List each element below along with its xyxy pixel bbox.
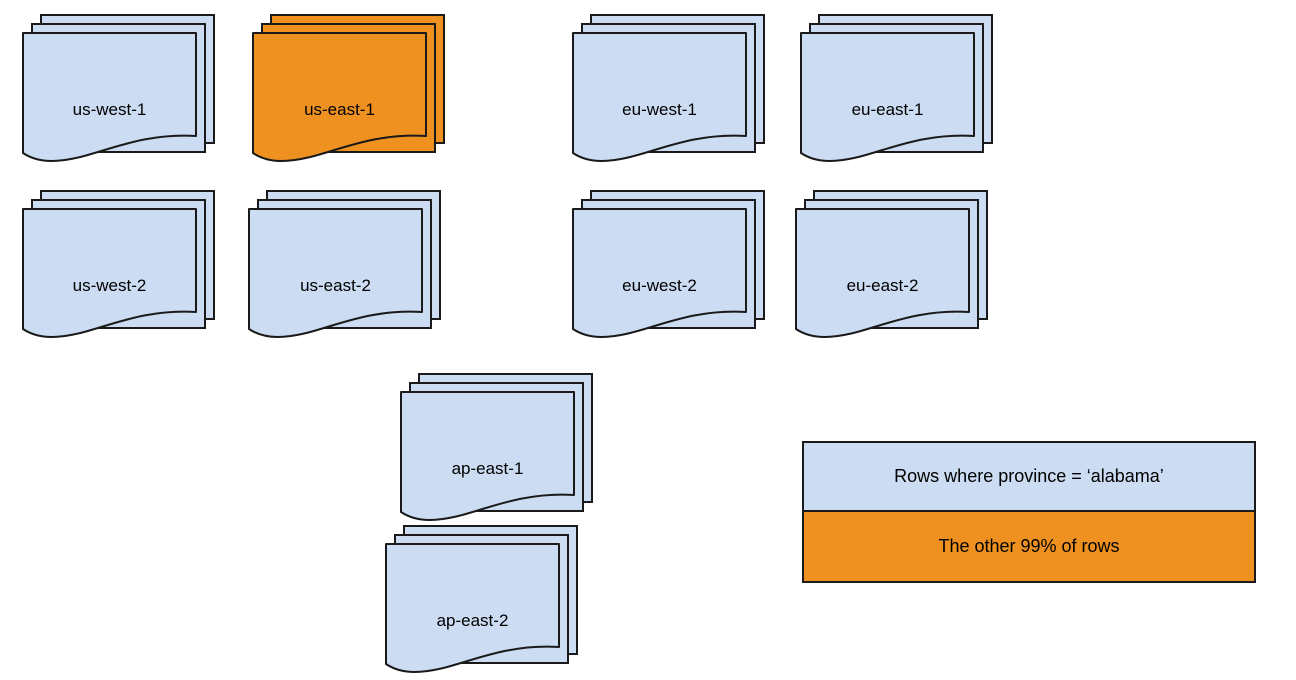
document-stack-us-west-2[interactable]: us-west-2 <box>22 190 215 338</box>
document-sheet-front <box>22 32 197 162</box>
document-stack-shape <box>22 190 215 338</box>
document-stack-eu-west-1[interactable]: eu-west-1 <box>572 14 765 162</box>
document-stack-shape <box>385 525 578 673</box>
document-stack-ap-east-2[interactable]: ap-east-2 <box>385 525 578 673</box>
document-sheet-front <box>400 391 575 521</box>
document-stack-shape <box>248 190 441 338</box>
document-sheet-front <box>572 32 747 162</box>
document-sheet-front <box>572 208 747 338</box>
document-stack-eu-west-2[interactable]: eu-west-2 <box>572 190 765 338</box>
document-stack-shape <box>572 190 765 338</box>
document-stack-eu-east-2[interactable]: eu-east-2 <box>795 190 988 338</box>
document-stack-ap-east-1[interactable]: ap-east-1 <box>400 373 593 521</box>
document-stack-us-east-2[interactable]: us-east-2 <box>248 190 441 338</box>
document-stack-shape <box>795 190 988 338</box>
legend-row-orange: The other 99% of rows <box>804 512 1254 581</box>
legend-row-blue: Rows where province = ‘alabama’ <box>804 443 1254 512</box>
document-stack-shape <box>800 14 993 162</box>
document-stack-shape <box>572 14 765 162</box>
document-stack-us-west-1[interactable]: us-west-1 <box>22 14 215 162</box>
document-sheet-front <box>248 208 423 338</box>
document-stack-shape <box>22 14 215 162</box>
document-stack-us-east-1[interactable]: us-east-1 <box>252 14 445 162</box>
document-stack-shape <box>400 373 593 521</box>
document-stack-eu-east-1[interactable]: eu-east-1 <box>800 14 993 162</box>
document-sheet-front <box>800 32 975 162</box>
document-sheet-front <box>252 32 427 162</box>
legend-row-label: The other 99% of rows <box>938 536 1120 556</box>
legend: Rows where province = ‘alabama’ The other… <box>802 441 1256 583</box>
document-sheet-front <box>22 208 197 338</box>
document-sheet-front <box>795 208 970 338</box>
legend-row-label: Rows where province = ‘alabama’ <box>894 466 1164 486</box>
document-stack-shape <box>252 14 445 162</box>
document-sheet-front <box>385 543 560 673</box>
